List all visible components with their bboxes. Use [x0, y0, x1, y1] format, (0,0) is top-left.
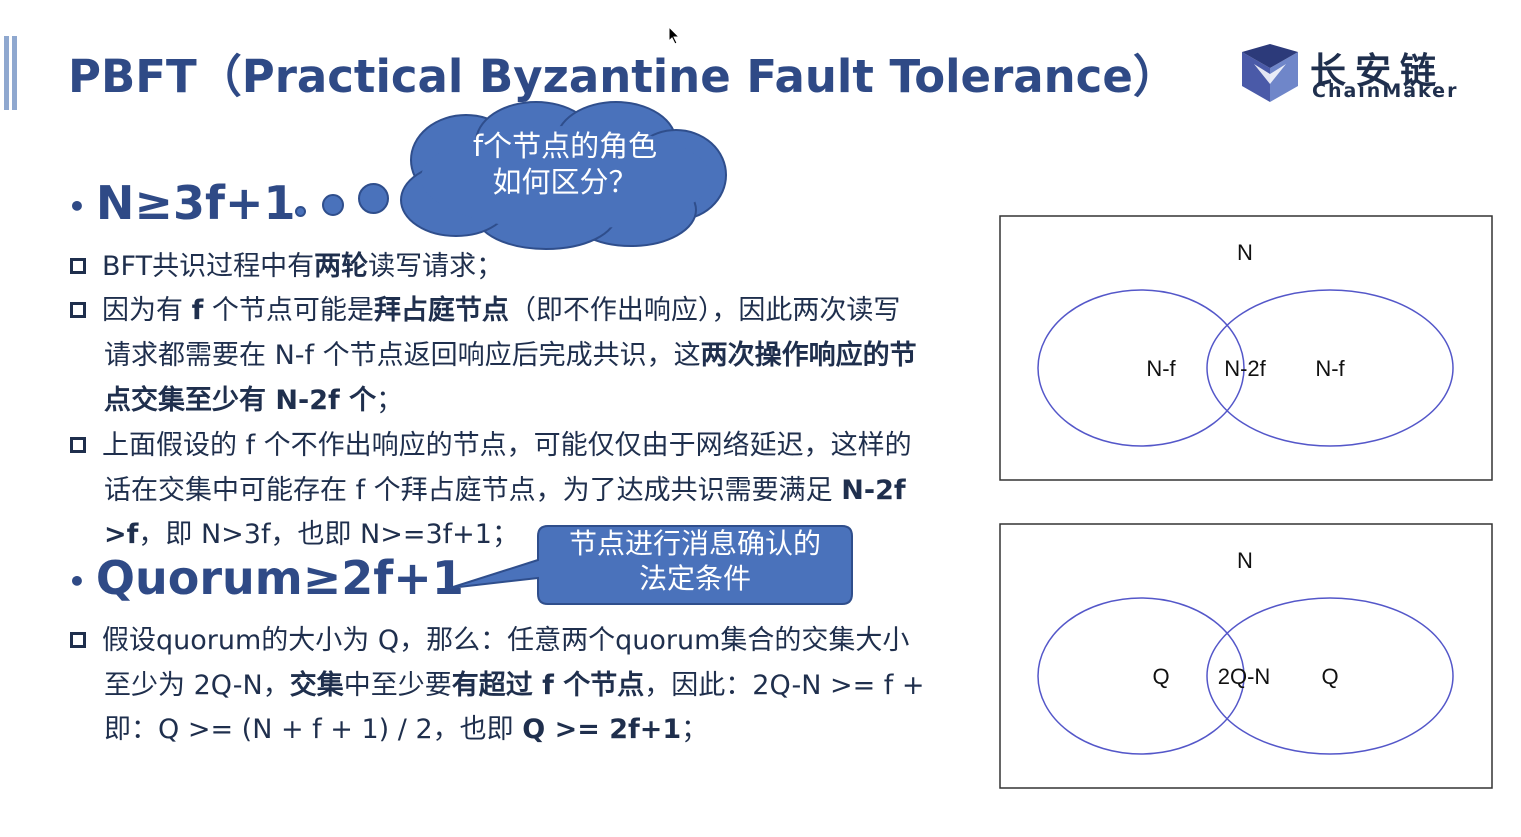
emphasis-text: f: [191, 295, 204, 326]
venn-diagram-bottom: N Q 2Q-N Q: [999, 523, 1494, 794]
venn-bottom-middle-label: 2Q-N: [1218, 664, 1271, 689]
quorum-rule-text: Quorum≥2f+1: [95, 551, 464, 605]
venn-top-right-label: N-f: [1315, 356, 1345, 381]
bullet-line: 上面假设的 f 个不作出响应的节点，可能仅仅由于网络延迟，这样的: [70, 423, 912, 462]
body-text: 上面假设的 f 个不作出响应的节点，可能仅仅由于网络延迟，这样的: [102, 430, 912, 461]
body-text: （即不作出响应），因此两次读写: [508, 295, 901, 326]
bullet-dot: •: [68, 190, 86, 223]
body-text: ；: [681, 714, 709, 745]
bullet-line: >f，即 N>3f，也即 N>=3f+1；: [104, 512, 519, 551]
cloud-callout-text: f个节点的角色 如何区分？: [400, 128, 730, 200]
cloud-line-2: 如何区分？: [492, 165, 638, 199]
square-bullet-icon: [70, 301, 86, 318]
bullet-dot: •: [68, 565, 86, 598]
emphasis-text: 点交集至少有 N-2f 个: [104, 385, 377, 416]
emphasis-text: 交集: [289, 670, 344, 701]
emphasis-text: >f: [104, 519, 139, 550]
body-text: ，因此：2Q-N >= f +: [644, 670, 925, 701]
thought-cloud: [400, 101, 727, 250]
bullet-line: 话在交集中可能存在 f 个拜占庭节点，为了达成共识需要满足 N-2f: [104, 468, 906, 507]
bullet-n-rule: • N≥3f+1: [68, 176, 296, 230]
bullet-line: 即：Q >= (N + f + 1) / 2，也即 Q >= 2f+1；: [104, 707, 708, 746]
body-text: 个节点可能是: [203, 295, 374, 326]
body-text: 因为有: [102, 295, 192, 326]
bullet-line: 假设quorum的大小为 Q，那么：任意两个quorum集合的交集大小: [70, 618, 909, 657]
venn-top-left-label: N-f: [1146, 356, 1176, 381]
cloud-line-1: f个节点的角色: [472, 129, 658, 163]
slide-title: PBFT（Practical Byzantine Fault Tolerance…: [68, 50, 1178, 103]
body-text: 读写请求；: [368, 251, 504, 282]
speech-callout: [449, 525, 853, 605]
thought-dot-large: [358, 183, 389, 214]
bullet-line: 请求都需要在 N-f 个节点返回响应后完成共识，这两次操作响应的节: [104, 333, 917, 372]
venn-bottom-left-label: Q: [1152, 664, 1169, 689]
bullet-line: BFT共识过程中有两轮读写请求；: [70, 244, 503, 283]
emphasis-text: N-2f: [841, 475, 906, 506]
body-text: BFT共识过程中有: [102, 251, 315, 282]
bullet-line: 至少为 2Q-N，交集中至少要有超过 f 个节点，因此：2Q-N >= f +: [104, 663, 925, 702]
speech-line-2: 法定条件: [638, 562, 751, 595]
square-bullet-icon: [70, 257, 86, 274]
bullet-line: 点交集至少有 N-2f 个；: [104, 378, 403, 417]
square-bullet-icon: [70, 436, 86, 453]
emphasis-text: 两次操作响应的节: [700, 340, 917, 371]
venn-top-universe-label: N: [1237, 240, 1253, 265]
square-bullet-icon: [70, 631, 86, 648]
body-text: 至少为 2Q-N，: [104, 670, 290, 701]
venn-bottom-universe-label: N: [1237, 548, 1253, 573]
logo-text-cn: 长安链: [1310, 51, 1446, 92]
speech-callout-text: 节点进行消息确认的 法定条件: [540, 526, 850, 596]
emphasis-text: 拜占庭节点: [373, 295, 509, 326]
body-text: 假设quorum的大小为 Q，那么：任意两个quorum集合的交集大小: [102, 625, 910, 656]
accent-bar-secondary: [12, 36, 17, 110]
body-text: ；: [376, 385, 404, 416]
mouse-cursor-icon: [668, 26, 681, 45]
thought-dot-medium: [322, 194, 344, 216]
body-text: 即：Q >= (N + f + 1) / 2，也即: [104, 714, 523, 745]
body-text: 话在交集中可能存在 f 个拜占庭节点，为了达成共识需要满足: [104, 475, 842, 506]
bullet-quorum-rule: • Quorum≥2f+1: [68, 551, 464, 605]
emphasis-text: 有超过 f 个节点: [451, 670, 645, 701]
chainmaker-logo-icon: [1242, 44, 1298, 102]
emphasis-text: 两轮: [314, 251, 369, 282]
emphasis-text: Q >= 2f+1: [522, 714, 682, 745]
body-text: ，即 N>3f，也即 N>=3f+1；: [138, 519, 519, 550]
venn-diagram-top: N N-f N-2f N-f: [999, 215, 1494, 486]
logo-text-en: ChainMaker: [1312, 80, 1459, 102]
thought-dot-small: [295, 206, 306, 217]
speech-line-1: 节点进行消息确认的: [568, 527, 821, 560]
bullet-line: 因为有 f 个节点可能是拜占庭节点（即不作出响应），因此两次读写: [70, 288, 900, 327]
accent-bar: [4, 36, 9, 110]
body-text: 中至少要: [343, 670, 452, 701]
body-text: 请求都需要在 N-f 个节点返回响应后完成共识，这: [104, 340, 701, 371]
n-rule-text: N≥3f+1: [95, 176, 296, 230]
venn-top-middle-label: N-2f: [1224, 356, 1266, 381]
chainmaker-logo: 长安链 ChainMaker: [1240, 42, 1490, 102]
venn-bottom-right-label: Q: [1321, 664, 1338, 689]
